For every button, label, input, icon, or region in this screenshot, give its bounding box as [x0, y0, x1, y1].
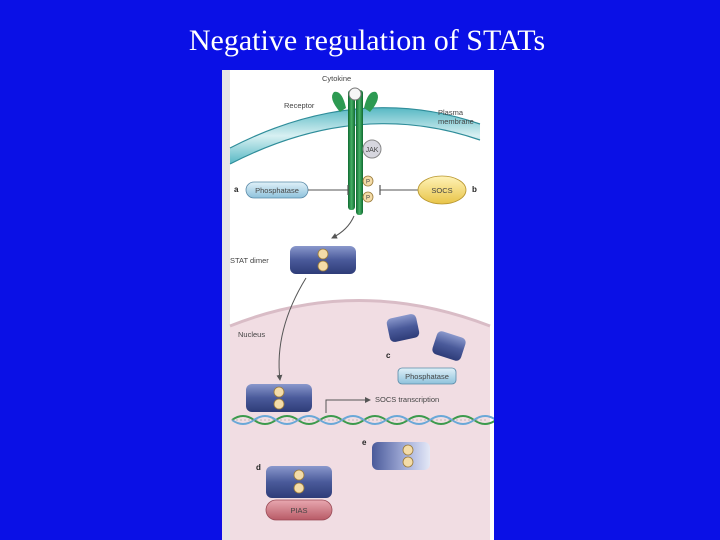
plasma-membrane-label-line1: Plasma	[438, 108, 464, 117]
stat-dimer-dna-bound	[246, 384, 312, 412]
phosphatase-c-label: Phosphatase	[405, 372, 449, 381]
jak-label: JAK	[366, 147, 379, 154]
phospho-label: P	[366, 196, 370, 202]
phospho-label: P	[366, 180, 370, 186]
slide-title: Negative regulation of STATs	[188, 24, 546, 57]
phosphatase-c: Phosphatase	[397, 367, 457, 385]
panel-letter-a: a	[234, 185, 239, 194]
nuclear-import-arrow	[276, 277, 307, 381]
panel-letter-e: e	[362, 438, 367, 447]
cytokine-label: Cytokine	[322, 74, 351, 83]
stat-monomers-dephosphorylated	[386, 314, 466, 361]
activation-arrow	[331, 215, 355, 239]
pias-label: PIAS	[290, 506, 307, 515]
stat-dimer-e	[372, 442, 430, 470]
panel-letter-d: d	[256, 463, 261, 472]
phosphatase-a: Phosphatase	[245, 181, 309, 199]
panel-letter-b: b	[472, 185, 477, 194]
stat-dimer-d	[266, 466, 332, 498]
inhibition-line-b	[379, 185, 418, 195]
dna-helix	[231, 415, 494, 425]
socs-transcription-arrow	[325, 397, 371, 413]
inhibition-line-a	[308, 185, 349, 195]
socs-label: SOCS	[431, 186, 452, 195]
receptor-phospho-sites: P P	[362, 175, 374, 203]
stat-dimer-label: STAT dimer	[230, 256, 269, 265]
receptor	[332, 90, 378, 215]
socs-transcription-label: SOCS transcription	[375, 395, 439, 404]
panel-letter-c: c	[386, 351, 391, 360]
stat-dimer-cytoplasm	[290, 246, 356, 274]
phosphatase-a-label: Phosphatase	[255, 186, 299, 195]
jak-kinase: JAK	[362, 139, 382, 159]
cytokine	[348, 87, 362, 101]
receptor-label: Receptor	[284, 101, 315, 110]
nucleus-label: Nucleus	[238, 330, 265, 339]
socs-protein: SOCS	[417, 175, 467, 205]
plasma-membrane-label-line2: membrane	[438, 117, 474, 126]
pias-protein: PIAS	[265, 499, 333, 521]
stat-regulation-figure: Cytokine Receptor Plasma membrane JAK P …	[222, 70, 494, 540]
